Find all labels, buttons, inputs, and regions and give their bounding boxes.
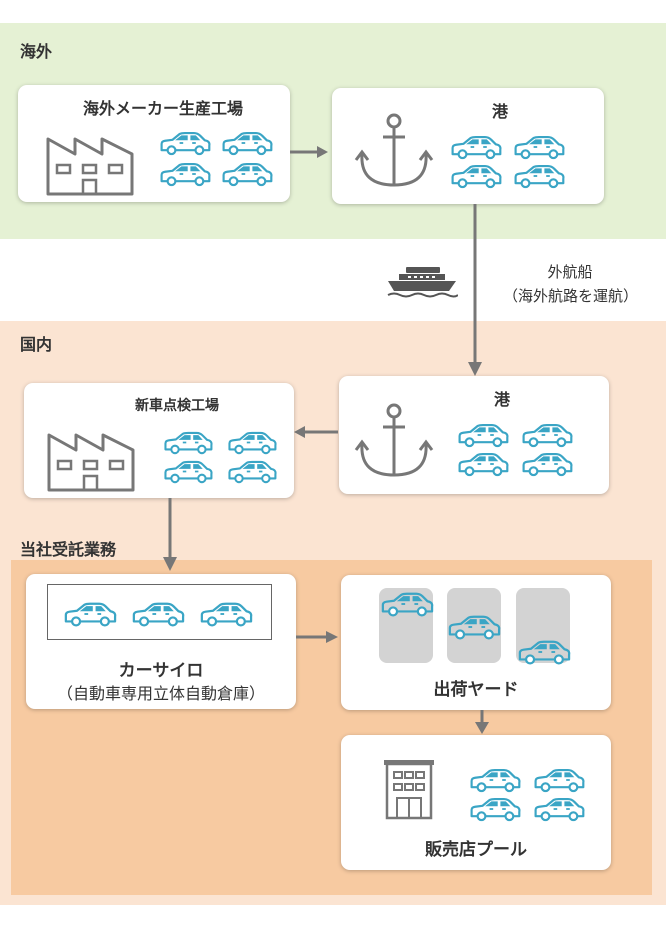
shipping-yard-card: 出荷ヤード	[341, 575, 611, 710]
car-icon	[162, 430, 214, 455]
factory-icon	[46, 423, 136, 493]
car-icon	[516, 639, 572, 665]
shipping-yard-title: 出荷ヤード	[433, 680, 519, 700]
car-icon	[162, 459, 214, 484]
car-icon	[456, 451, 510, 477]
car-icon	[198, 601, 254, 627]
dealer-pool-title: 販売店プール	[425, 840, 527, 860]
company-region-label: 当社受託業務	[20, 540, 117, 559]
inspection-factory-title: 新車点検工場	[135, 398, 219, 414]
car-icon	[379, 591, 435, 617]
overseas-port-card: 港	[332, 88, 604, 204]
ship-caption-line1: 外航船	[547, 263, 593, 281]
overseas-factory-card: 海外メーカー生産工場	[18, 85, 290, 202]
car-silo-subtitle: （自動車専用立体自動倉庫）	[56, 684, 265, 703]
car-icon	[62, 601, 118, 627]
car-icon	[512, 134, 566, 160]
inspection-factory-card: 新車点検工場	[24, 383, 294, 498]
car-icon	[220, 161, 274, 187]
overseas-region-label: 海外	[20, 42, 53, 61]
domestic-port-card: 港	[339, 376, 609, 494]
arrow-silo-to-yard	[296, 631, 338, 643]
dealer-pool-card: 販売店プール	[341, 735, 611, 870]
car-icon	[449, 163, 503, 189]
car-icon	[226, 430, 278, 455]
car-icon	[456, 422, 510, 448]
car-silo-card: カーサイロ （自動車専用立体自動倉庫）	[26, 574, 296, 709]
overseas-port-title: 港	[492, 102, 509, 121]
car-icon	[532, 767, 586, 793]
arrow-yard-to-dealer	[475, 710, 489, 734]
overseas-factory-title: 海外メーカー生産工場	[83, 99, 244, 118]
arrow-factory-to-port	[290, 146, 328, 158]
ship-caption-line2: （海外航路を運航）	[502, 287, 638, 305]
car-icon	[226, 459, 278, 484]
car-icon	[158, 161, 212, 187]
parking-slot	[447, 588, 501, 663]
arrow-sea-route	[468, 204, 482, 376]
ship-icon	[386, 262, 458, 300]
car-icon	[158, 130, 212, 156]
car-icon	[468, 767, 522, 793]
arrow-inspection-to-silo	[163, 498, 177, 571]
car-icon	[520, 451, 574, 477]
car-icon	[512, 163, 566, 189]
car-icon	[130, 601, 186, 627]
car-icon	[220, 130, 274, 156]
car-icon	[520, 422, 574, 448]
anchor-icon	[354, 112, 434, 192]
factory-icon	[45, 127, 135, 197]
building-icon	[381, 758, 437, 820]
silo-frame	[47, 584, 272, 640]
car-icon	[532, 796, 586, 822]
car-icon	[449, 134, 503, 160]
car-icon	[468, 796, 522, 822]
domestic-region-label: 国内	[20, 335, 53, 354]
car-silo-title: カーサイロ	[118, 661, 204, 681]
arrow-port-to-inspection	[294, 426, 338, 438]
anchor-icon	[354, 402, 434, 482]
domestic-port-title: 港	[494, 390, 511, 409]
car-icon	[446, 614, 502, 640]
